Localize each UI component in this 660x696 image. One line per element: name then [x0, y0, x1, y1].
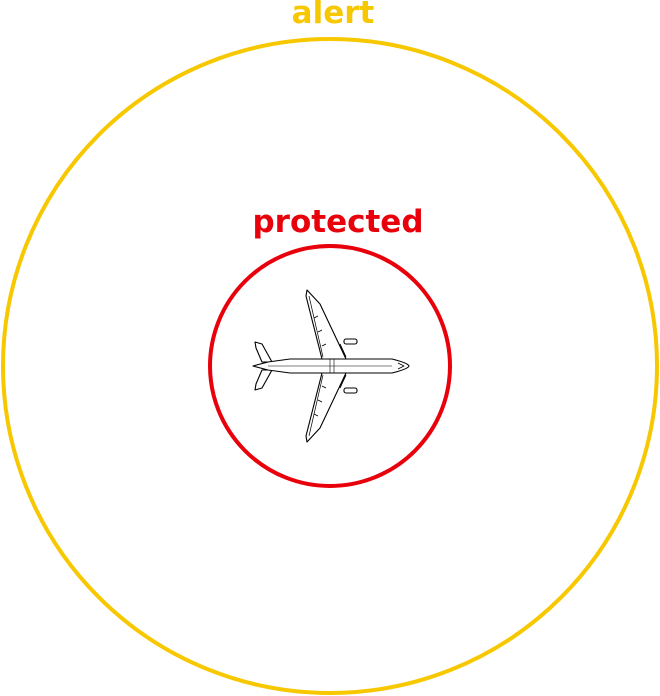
- alert-zone-circle: [1, 37, 659, 695]
- alert-zone-label: alert: [292, 0, 375, 31]
- protected-zone-circle: [208, 244, 452, 488]
- protected-zone-label: protected: [252, 204, 423, 240]
- airplane-top-view-icon: [252, 289, 410, 443]
